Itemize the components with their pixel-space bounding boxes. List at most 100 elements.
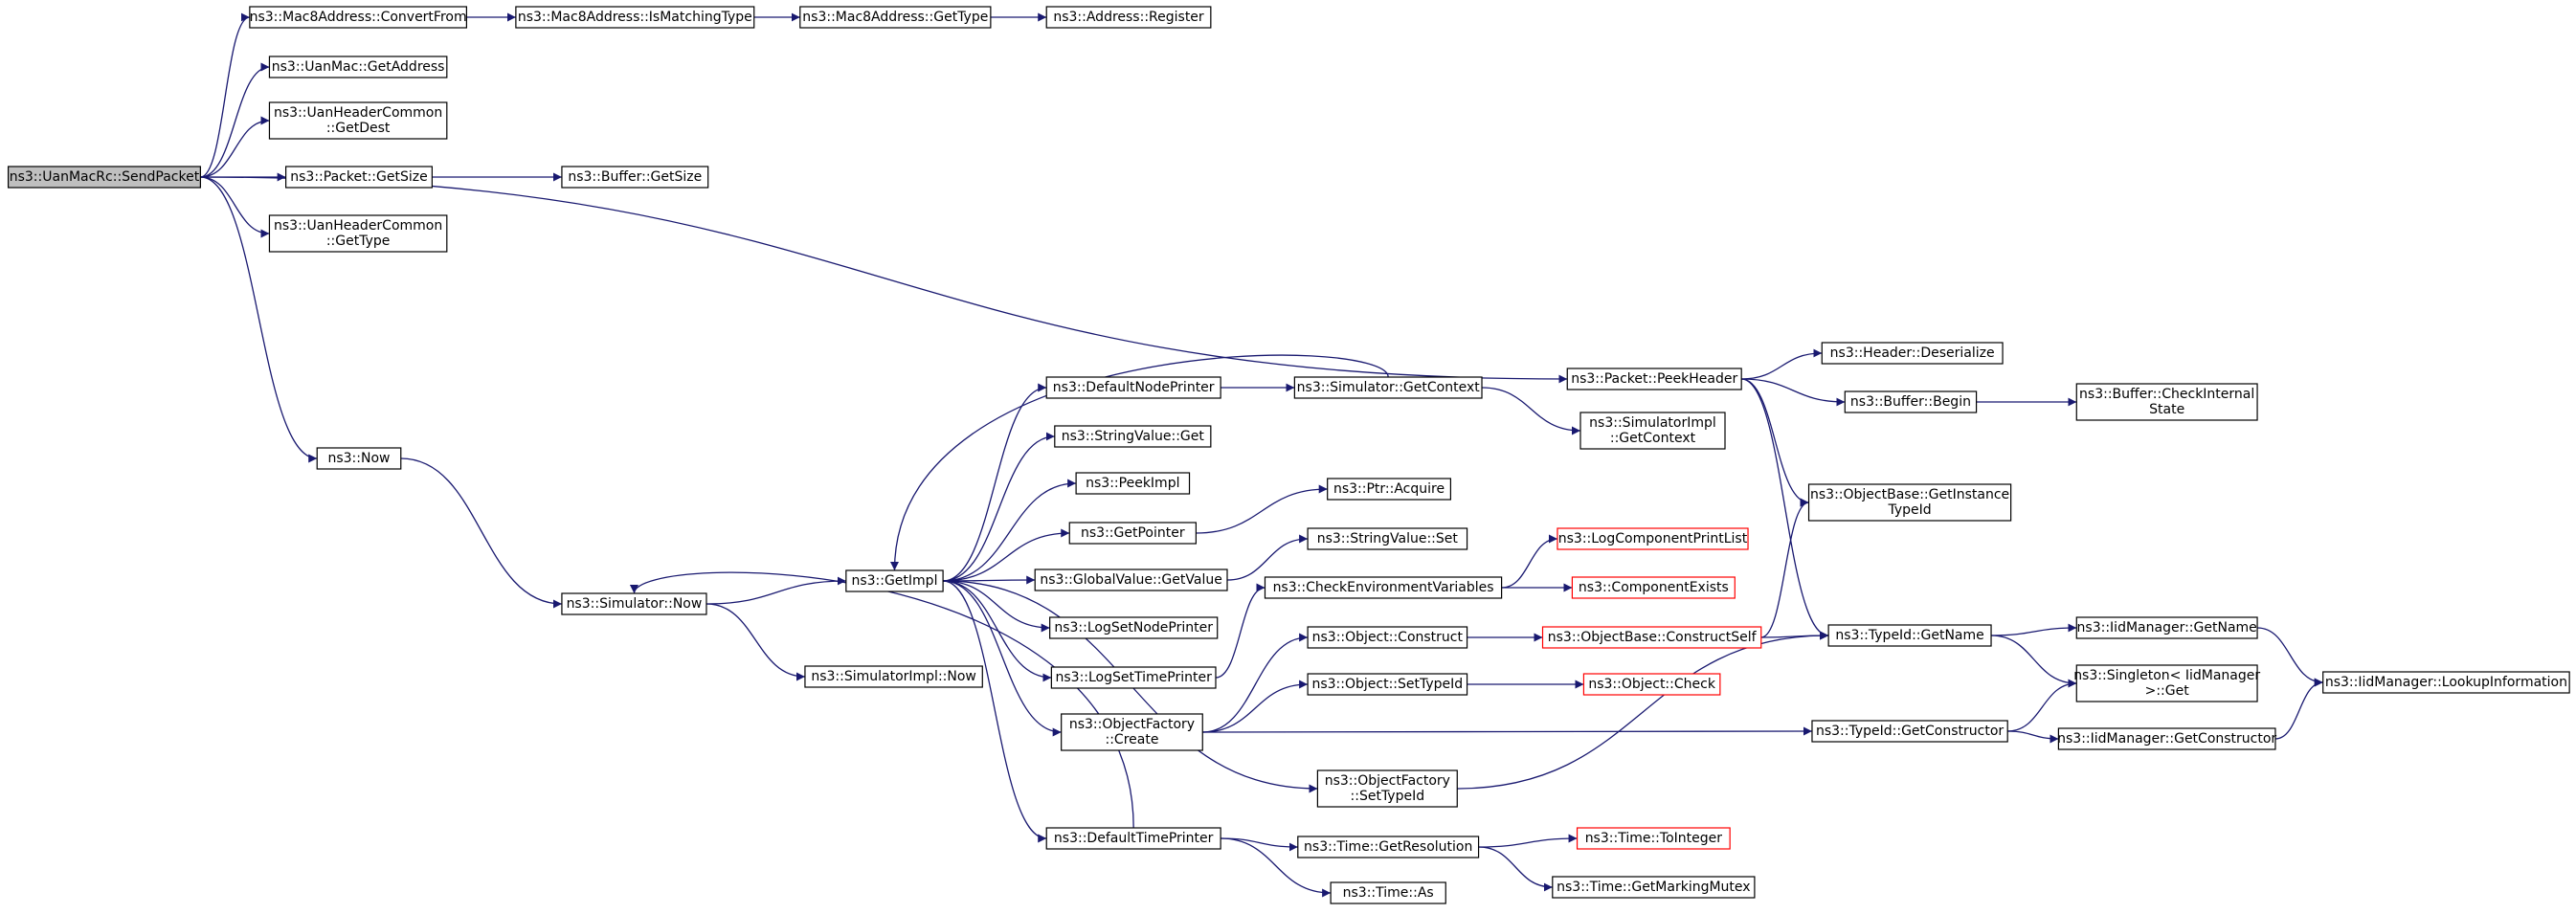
node-componentexists[interactable]: ns3::ComponentExists [1571, 576, 1736, 599]
node-box [515, 6, 755, 29]
node-objbase-constructself[interactable]: ns3::ObjectBase::ConstructSelf [1541, 626, 1762, 649]
call-edge [1991, 635, 2077, 688]
node-simulator-now[interactable]: ns3::Simulator::Now [561, 592, 707, 615]
node-label: ::GetDest [326, 121, 391, 136]
node-mac8-gettype[interactable]: ns3::Mac8Address::GetType [799, 6, 992, 29]
node-label: ns3::Mac8Address::ConvertFrom [250, 10, 467, 25]
call-edge [200, 12, 251, 178]
node-iidmanager-lookup[interactable]: ns3::IidManager::LookupInformation [2322, 671, 2570, 694]
node-defaultnodeprinter[interactable]: ns3::DefaultNodePrinter [1045, 376, 1221, 399]
node-typeid-getconstructor[interactable]: ns3::TypeId::GetConstructor [1811, 720, 2008, 743]
node-address-register[interactable]: ns3::Address::Register [1045, 6, 1212, 29]
node-box [1045, 376, 1221, 399]
node-stringvalue-get[interactable]: ns3::StringValue::Get [1054, 425, 1212, 448]
node-getimpl[interactable]: ns3::GetImpl [845, 569, 944, 592]
node-time-as[interactable]: ns3::Time::As [1330, 881, 1446, 904]
node-uanhdr-getdest[interactable]: ns3::UanHeaderCommon::GetDest [268, 101, 448, 140]
node-time-getmarkingmutex[interactable]: ns3::Time::GetMarkingMutex [1552, 876, 1756, 899]
node-getpointer[interactable]: ns3::GetPointer [1068, 522, 1197, 545]
call-edge [200, 176, 1568, 384]
node-label: ns3::GetPointer [1081, 525, 1185, 541]
call-edge [200, 62, 270, 178]
call-edge [1741, 348, 1823, 380]
node-box [268, 101, 448, 140]
node-object-construct[interactable]: ns3::Object::Construct [1307, 626, 1468, 649]
node-logsettimeprinter[interactable]: ns3::LogSetTimePrinter [1050, 666, 1217, 689]
node-label: ns3::SimulatorImpl [1589, 415, 1716, 431]
node-peekimpl[interactable]: ns3::PeekImpl [1075, 472, 1191, 495]
node-box [1811, 720, 2008, 743]
call-edge [2257, 627, 2323, 687]
node-label: >::Get [2145, 683, 2190, 699]
node-now[interactable]: ns3::Now [316, 447, 402, 470]
node-label: ::GetType [326, 234, 391, 249]
node-simimpl-getcontext[interactable]: ns3::SimulatorImpl::GetContext [1579, 412, 1726, 450]
call-edge [1482, 387, 1580, 435]
node-send-packet[interactable]: ns3::UanMacRc::SendPacket [7, 166, 201, 189]
node-box [316, 447, 402, 470]
call-edge [1741, 378, 1809, 507]
node-label: ns3::Simulator::GetContext [1297, 380, 1481, 395]
node-box [1061, 713, 1203, 751]
node-logcomponentprintlist[interactable]: ns3::LogComponentPrintList [1557, 527, 1749, 550]
node-box [1827, 624, 1992, 647]
node-box [1075, 472, 1191, 495]
node-box [1054, 425, 1212, 448]
node-box [1050, 666, 1217, 689]
node-uanmac-getaddress[interactable]: ns3::UanMac::GetAddress [268, 56, 448, 78]
node-label: ns3::GlobalValue::GetValue [1040, 572, 1221, 588]
node-header-deserialize[interactable]: ns3::Header::Deserialize [1821, 342, 2004, 365]
call-edge [400, 457, 562, 609]
node-mac8-ismatching[interactable]: ns3::Mac8Address::IsMatchingType [515, 6, 755, 29]
node-objfactory-create[interactable]: ns3::ObjectFactory::Create [1061, 713, 1203, 751]
node-label: ns3::SimulatorImpl::Now [811, 669, 976, 684]
call-edge [2007, 679, 2077, 732]
node-uanhdr-gettype[interactable]: ns3::UanHeaderCommon::GetType [268, 214, 448, 253]
nodes-layer: ns3::UanMacRc::SendPacket ns3::Mac8Addres… [7, 6, 2570, 904]
node-box [1579, 412, 1726, 450]
node-globalvalue-getvalue[interactable]: ns3::GlobalValue::GetValue [1034, 568, 1228, 591]
node-label: ns3::ObjectBase::ConstructSelf [1548, 630, 1758, 645]
node-box [2322, 671, 2570, 694]
node-logsetnodeprinter[interactable]: ns3::LogSetNodePrinter [1049, 616, 1219, 639]
node-label: ns3::DefaultNodePrinter [1053, 380, 1215, 395]
node-box [2075, 664, 2258, 702]
node-ptr-acquire[interactable]: ns3::Ptr::Acquire [1327, 478, 1452, 501]
node-checkenv[interactable]: ns3::CheckEnvironmentVariables [1264, 576, 1503, 599]
node-iidmanager-getconstructor[interactable]: ns3::IidManager::GetConstructor [2057, 727, 2276, 750]
node-packet-peekheader[interactable]: ns3::Packet::PeekHeader [1566, 368, 1742, 390]
node-simulator-getcontext[interactable]: ns3::Simulator::GetContext [1293, 376, 1483, 399]
call-edge [1991, 623, 2077, 636]
node-iidmanager-getname[interactable]: ns3::IidManager::GetName [2075, 616, 2258, 639]
node-simimpl-now[interactable]: ns3::SimulatorImpl::Now [804, 665, 983, 688]
node-defaulttimeprinter[interactable]: ns3::DefaultTimePrinter [1045, 827, 1221, 850]
node-stringvalue-set[interactable]: ns3::StringValue::Set [1307, 527, 1468, 550]
call-edge [706, 576, 846, 605]
node-label: TypeId [1887, 502, 1931, 518]
node-objfactory-settypeid[interactable]: ns3::ObjectFactory::SetTypeId [1316, 769, 1458, 808]
node-box [268, 214, 448, 253]
node-label: ns3::IidManager::GetConstructor [2057, 731, 2276, 747]
node-typeid-getname[interactable]: ns3::TypeId::GetName [1827, 624, 1992, 647]
node-buffer-begin[interactable]: ns3::Buffer::Begin [1844, 390, 1978, 413]
node-buffer-getsize[interactable]: ns3::Buffer::GetSize [561, 166, 709, 189]
node-box [1807, 483, 2012, 522]
node-box [1307, 673, 1468, 696]
node-object-settypeid[interactable]: ns3::Object::SetTypeId [1307, 673, 1468, 696]
node-label: ns3::UanHeaderCommon [274, 218, 442, 234]
node-packet-getsize[interactable]: ns3::Packet::GetSize [285, 166, 433, 189]
call-edge [1760, 498, 1809, 638]
node-mac8-convertfrom[interactable]: ns3::Mac8Address::ConvertFrom [249, 6, 468, 29]
node-object-check[interactable]: ns3::Object::Check [1582, 673, 1721, 696]
node-singleton-get[interactable]: ns3::Singleton< IidManager >::Get [2073, 664, 2260, 702]
call-edge [1741, 378, 1829, 640]
node-label: ns3::UanMac::GetAddress [272, 59, 445, 75]
node-box [845, 569, 944, 592]
node-label: ns3::Time::As [1343, 885, 1434, 901]
node-time-getresolution[interactable]: ns3::Time::GetResolution [1297, 836, 1480, 858]
node-time-tointeger[interactable]: ns3::Time::ToInteger [1576, 827, 1731, 850]
call-edge [1202, 726, 1812, 736]
call-edge [630, 571, 1134, 829]
